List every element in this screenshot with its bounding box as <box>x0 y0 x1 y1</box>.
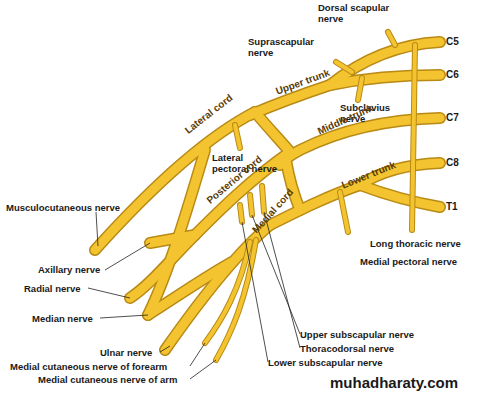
root-label: C5 <box>446 36 459 47</box>
nerve-label: Musculocutaneous nerve <box>6 202 120 213</box>
root-label: C6 <box>446 69 459 80</box>
nerve-label: Dorsal scapular nerve <box>318 2 408 24</box>
nerve-label: Thoracodorsal nerve <box>300 343 394 354</box>
watermark: muhadharaty.com <box>330 374 458 392</box>
leader-lines <box>88 212 300 379</box>
root-label: T1 <box>446 201 458 212</box>
nerve-label: Suprascapular nerve <box>248 36 328 58</box>
nerve-label: Lower subscapular nerve <box>268 357 383 368</box>
nerve-label: Axillary nerve <box>38 264 100 275</box>
nerve-outlines <box>95 32 440 360</box>
nerve-label: Upper subscapular nerve <box>300 329 414 340</box>
root-label: C8 <box>446 157 459 168</box>
nerve-label: Radial nerve <box>24 283 81 294</box>
nerve-label: Medial pectoral nerve <box>360 256 457 267</box>
nerve-label: Medial cutaneous nerve of arm <box>38 374 177 385</box>
root-label: C7 <box>446 112 459 123</box>
nerve-label: Long thoracic nerve <box>370 238 461 249</box>
nerve-label: Ulnar nerve <box>100 347 152 358</box>
nerve-label: Median nerve <box>32 313 93 324</box>
nerve-label: Medial cutaneous nerve of forearm <box>10 361 167 372</box>
